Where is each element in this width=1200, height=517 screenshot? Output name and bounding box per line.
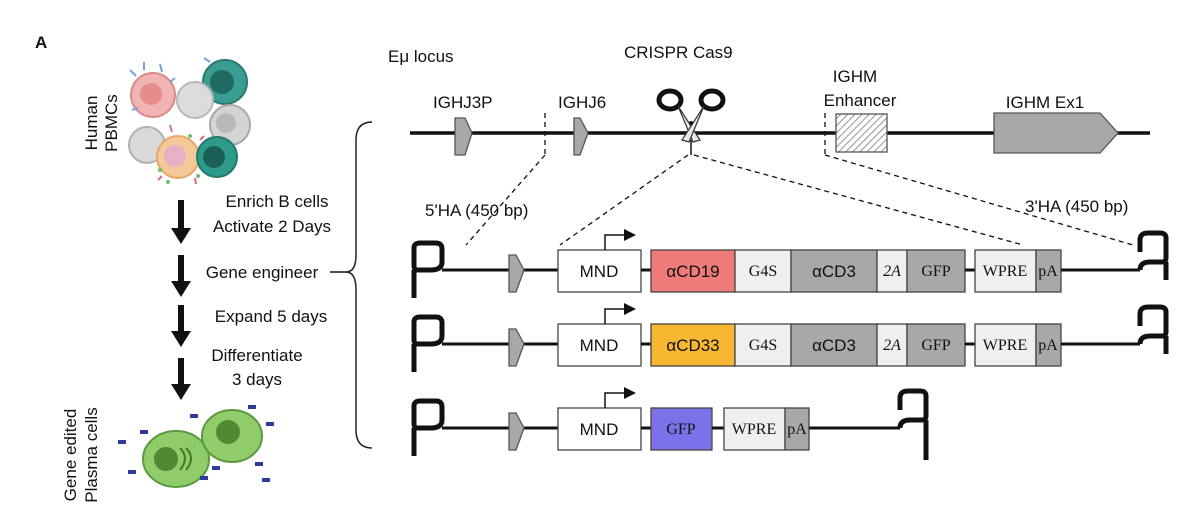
step-enrich: Enrich B cells xyxy=(226,192,329,211)
construct-cd19: MND αCD19 G4S αCD3 2A GFP WPRE pA xyxy=(411,229,1169,298)
step-expand: Expand 5 days xyxy=(215,307,327,326)
pa-label-2: pA xyxy=(1038,337,1058,354)
curly-bracket xyxy=(345,121,373,449)
enhancer-label-line2: Enhancer xyxy=(824,91,897,110)
pa-label-3: pA xyxy=(787,421,807,438)
binder-block-1 xyxy=(650,249,736,293)
cd3-label-1: αCD3 xyxy=(812,262,856,281)
p2a-label-1: 2A xyxy=(883,263,901,280)
step-activate: Activate 2 Days xyxy=(213,217,331,236)
construct-cd33: MND αCD33 G4S αCD3 2A GFP WPRE pA xyxy=(411,303,1169,372)
plasma-label-line1: Gene edited xyxy=(61,409,80,502)
panel-label: A xyxy=(35,33,47,52)
enhancer-label-line1: IGHM xyxy=(833,67,877,86)
linker-label-1: G4S xyxy=(749,263,777,280)
ighj3p-label: IGHJ3P xyxy=(433,93,493,112)
wpre-label-1: WPRE xyxy=(983,263,1027,280)
crispr-label: CRISPR Cas9 xyxy=(624,43,733,62)
right-ha-label: 3'HA (450 bp) xyxy=(1025,197,1128,216)
cd3-label-2: αCD3 xyxy=(812,336,856,355)
binder-label-2: αCD33 xyxy=(666,336,719,355)
enhancer-block xyxy=(835,113,888,153)
construct-gfp: MND GFP WPRE pA xyxy=(411,387,929,460)
ighj3p-segment xyxy=(454,117,473,156)
ex1-label: IGHM Ex1 xyxy=(1006,93,1084,112)
plasma-label-line2: Plasma cells xyxy=(82,407,101,502)
mnd-label-3: MND xyxy=(580,420,619,439)
step-gene-engineer: Gene engineer xyxy=(206,263,319,282)
pa-label-1: pA xyxy=(1038,263,1058,280)
pbmc-label-line2: PBMCs xyxy=(102,94,121,152)
gfp-label-3: GFP xyxy=(666,421,695,438)
pbmc-label-line1: Human xyxy=(82,96,101,151)
pbmc-cells-illustration xyxy=(128,57,251,185)
binder-block-2 xyxy=(650,323,736,367)
plasma-cells-illustration xyxy=(118,405,274,488)
mnd-label-1: MND xyxy=(580,262,619,281)
binder-label-1: αCD19 xyxy=(666,262,719,281)
workflow-arrows xyxy=(171,200,191,400)
wpre-label-3: WPRE xyxy=(732,421,776,438)
gfp-label-1: GFP xyxy=(921,263,950,280)
mnd-label-2: MND xyxy=(580,336,619,355)
ighj6-segment xyxy=(573,117,589,156)
p2a-label-2: 2A xyxy=(883,337,901,354)
scissors-icon xyxy=(656,88,726,143)
wpre-label-2: WPRE xyxy=(983,337,1027,354)
gfp-label-2: GFP xyxy=(921,337,950,354)
step-differentiate-days: 3 days xyxy=(232,370,282,389)
locus-title: Eμ locus xyxy=(388,47,454,66)
linker-label-2: G4S xyxy=(749,337,777,354)
homology-guides xyxy=(465,113,1134,246)
ex1-segment xyxy=(993,112,1119,154)
step-differentiate: Differentiate xyxy=(211,346,302,365)
left-ha-label: 5'HA (450 bp) xyxy=(425,201,528,220)
ighj6-label: IGHJ6 xyxy=(558,93,606,112)
